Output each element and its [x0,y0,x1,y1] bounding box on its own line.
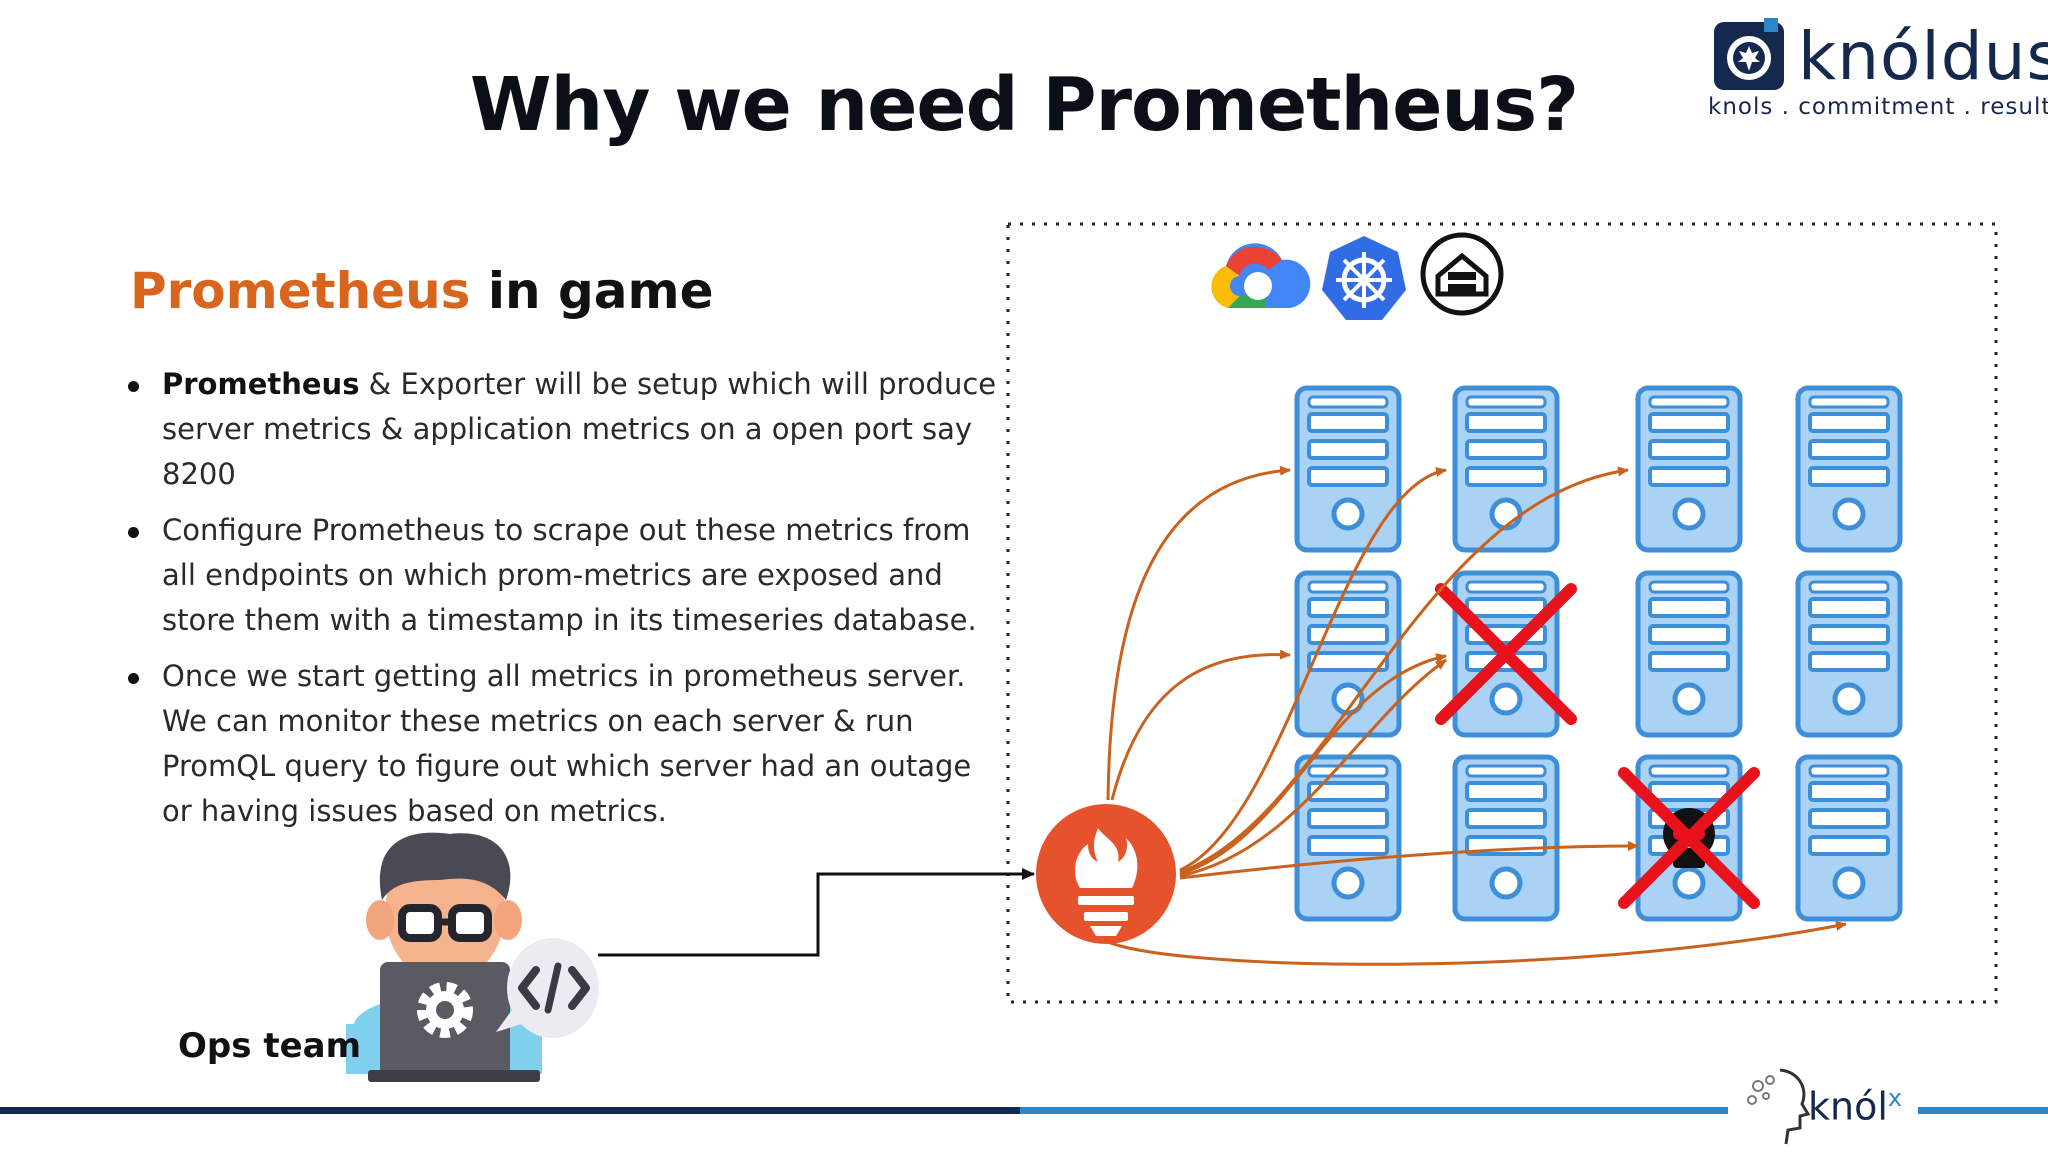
server-icon [1294,754,1402,922]
bullet-text: Once we start getting all metrics in pro… [162,659,972,828]
bullet-text: Configure Prometheus to scrape out these… [162,513,977,637]
bullet-list: Prometheus & Exporter will be setup whic… [120,362,1000,845]
knolx-brand: knólx [1728,1056,1918,1152]
datacenter-icon [1420,232,1504,316]
gear-icon [417,982,473,1038]
brand-name: knóldus [1798,18,2048,95]
footer-bar-dark [0,1107,1020,1114]
server-icon [1795,570,1903,738]
scrape-arrow [1106,465,1291,801]
scrape-arrow [1179,658,1447,878]
server-icon [1635,570,1743,738]
knolx-head-icon [1747,1068,1811,1145]
ops-connector-line [598,868,1035,957]
failure-mark-icon [1435,583,1577,725]
prometheus-logo-icon [1036,804,1176,944]
knoldus-brand: knóldus knols . commitment . results [1706,14,2048,124]
code-bubble-icon [496,938,599,1038]
scrape-arrow [1103,921,1847,966]
ops-team-illustration [346,832,599,1082]
bullet-item: Once we start getting all metrics in pro… [120,654,1000,834]
server-icon [1452,754,1560,922]
server-icon [1635,385,1743,553]
infrastructure-boundary [1006,222,1998,1004]
bullet-bold: Prometheus [162,367,360,401]
scrape-arrow [1110,649,1291,801]
bullet-item: Configure Prometheus to scrape out these… [120,508,1000,643]
server-icon [1795,385,1903,553]
knolx-sup: x [1887,1084,1903,1112]
ops-team-label: Ops team [178,1026,361,1066]
knolx-text: knól [1808,1084,1888,1129]
scrape-arrow [1179,466,1629,874]
brand-tagline: knols . commitment . results [1708,94,2048,120]
server-icon [1294,385,1402,553]
knolx-name: knólx [1808,1084,1902,1129]
scrape-arrow [1179,653,1447,876]
bullet-item: Prometheus & Exporter will be setup whic… [120,362,1000,497]
section-heading: Prometheus in game [130,262,714,320]
server-icon [1795,754,1903,922]
bullet-text: & Exporter will be setup which will prod… [162,367,997,491]
google-cloud-icon [1211,243,1311,308]
heading-accent: Prometheus [130,262,471,320]
server-icon [1294,570,1402,738]
scrape-arrow [1179,841,1639,880]
footer-bar-blue [1020,1107,2048,1114]
slide-title: Why we need Prometheus? [469,62,1579,148]
failure-mark-icon [1618,767,1760,909]
heading-rest: in game [470,262,714,320]
knoldus-logo-icon [1714,18,1784,90]
scrape-arrows [1103,465,1847,966]
server-grid [1294,385,1903,922]
scrape-arrow [1179,466,1447,872]
kubernetes-icon [1322,236,1406,320]
